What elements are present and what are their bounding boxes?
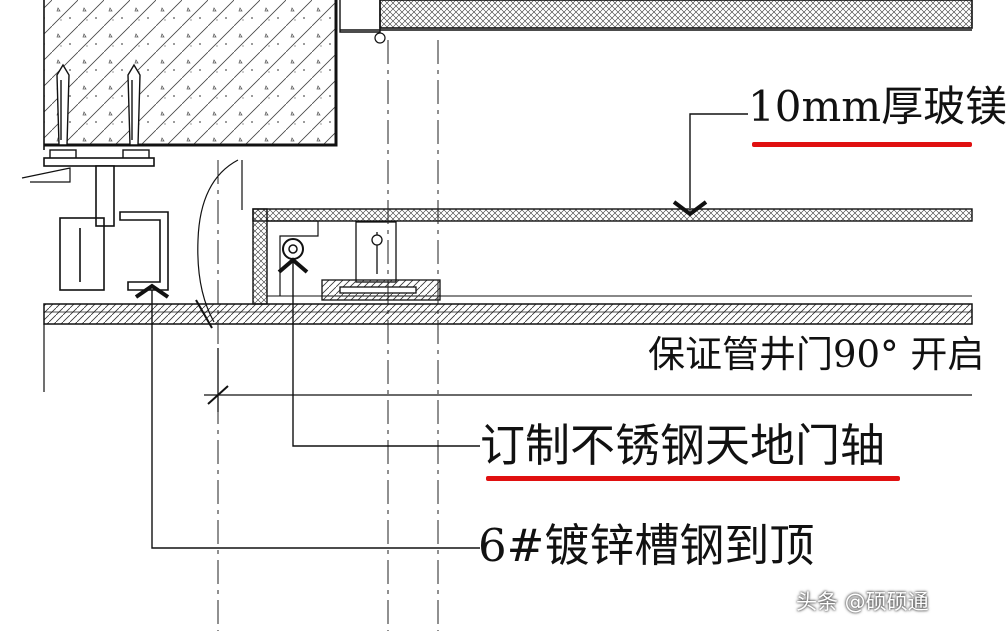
bracket-plates [321, 221, 441, 301]
floor-slab [43, 303, 973, 325]
cad-detail-drawing [21, 0, 973, 631]
glass-board-underline [752, 142, 972, 147]
upper-frame [339, 0, 973, 44]
channel-label: 6#镀锌槽钢到顶 [478, 519, 815, 572]
watermark: 头条 @硕硕通 [796, 590, 929, 614]
wall-edge-flag [21, 167, 71, 183]
pivot-hinge [277, 238, 309, 274]
pivot-underline [486, 476, 900, 481]
channel-steel [43, 157, 169, 291]
channel-pointer [134, 283, 170, 299]
dimension-line [204, 348, 972, 412]
door-swing [195, 159, 243, 329]
glass-board-label: 10mm厚玻镁 [748, 82, 1007, 131]
pivot-label: 订制不锈钢天地门轴 [480, 419, 886, 472]
concrete-wall [43, 0, 338, 150]
leader-lines [151, 113, 748, 549]
glass-magnesium-panel [252, 208, 973, 305]
axis-lines [217, 40, 439, 631]
opening-angle-label: 保证管井门90° 开启 [648, 333, 985, 376]
